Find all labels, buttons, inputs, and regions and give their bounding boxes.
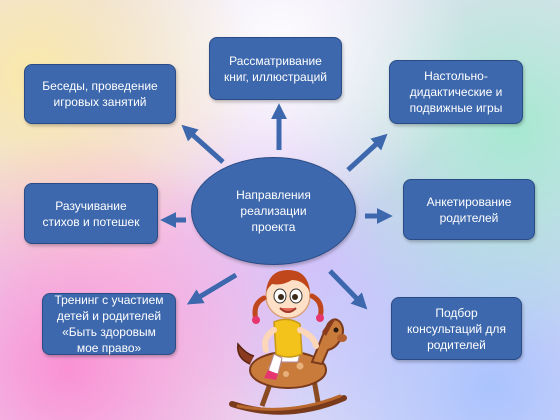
arrow-to-training	[186, 272, 238, 305]
node-survey-label: Анкетирование родителей	[426, 194, 512, 225]
node-poems-label: Разучивание стихов и потешек	[42, 198, 140, 229]
node-conversations-label: Беседы, проведение игровых занятий	[42, 79, 158, 109]
node-poems: Разучивание стихов и потешек	[24, 183, 158, 244]
arrow-to-games	[346, 133, 388, 172]
node-training: Тренинг с участием детей и родителей «Бы…	[42, 293, 176, 355]
girl-on-rocking-horse-icon	[229, 270, 347, 415]
center-node: Направления реализации проекта	[191, 157, 356, 265]
node-training-label: Тренинг с участием детей и родителей «Бы…	[54, 293, 164, 355]
node-consultations: Подбор консультаций для родителей	[391, 297, 522, 360]
node-games: Настольно- дидактические и подвижные игр…	[389, 60, 523, 124]
node-games-label: Настольно- дидактические и подвижные игр…	[409, 69, 503, 115]
node-consultations-label: Подбор консультаций для родителей	[407, 305, 506, 352]
node-books-label: Рассматривание книг, иллюстраций	[224, 53, 327, 84]
arrow-to-consultations	[328, 269, 368, 310]
arrow-to-conversations	[181, 124, 225, 164]
node-books: Рассматривание книг, иллюстраций	[209, 37, 342, 100]
node-survey: Анкетирование родителей	[403, 179, 535, 240]
center-node-label: Направления реализации проекта	[236, 188, 311, 234]
node-conversations: Беседы, проведение игровых занятий	[24, 64, 176, 124]
